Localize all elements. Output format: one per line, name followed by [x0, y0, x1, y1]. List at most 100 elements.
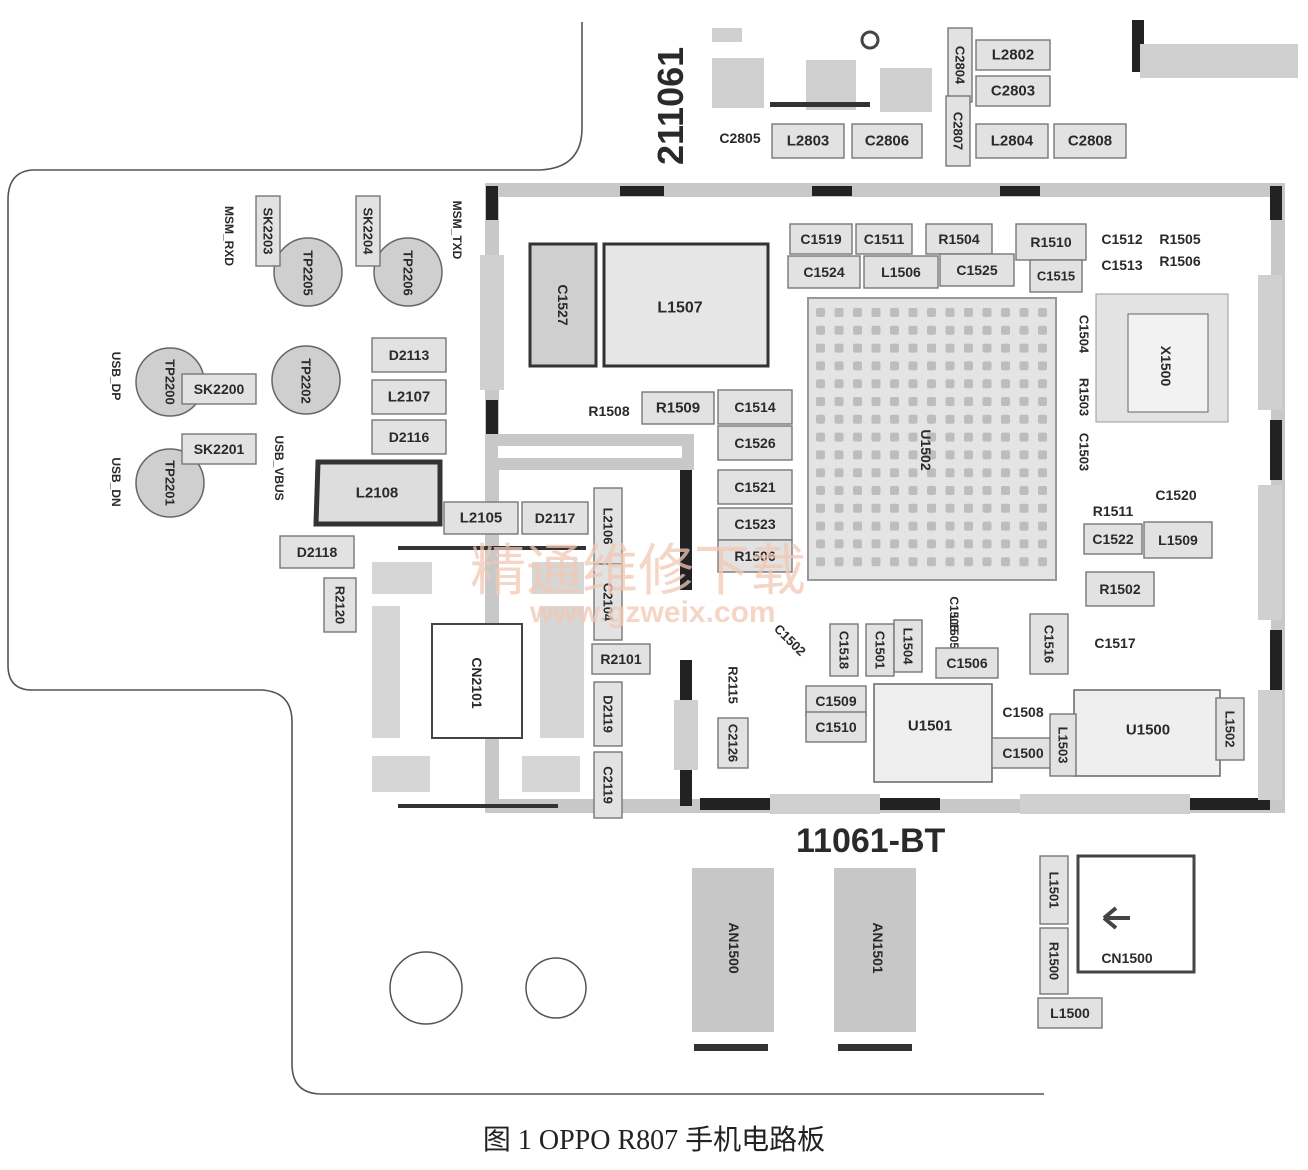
bga-ball	[853, 539, 862, 549]
bga-ball	[964, 397, 973, 406]
component-label: C1522	[1092, 531, 1133, 547]
top-area	[712, 20, 1298, 112]
component-label: C1524	[803, 264, 844, 280]
bga-ball	[890, 379, 899, 389]
bga-ball	[871, 539, 881, 549]
component-label: L2804	[991, 133, 1034, 150]
bga-ball	[908, 557, 918, 567]
bga-ball	[871, 379, 881, 389]
bga-ball	[927, 468, 936, 478]
bga-ball	[834, 521, 844, 531]
component-pad	[855, 223, 913, 255]
bga-ball	[1038, 486, 1047, 495]
component-c2803: C2803	[975, 75, 1051, 107]
component-d2117: D2117	[521, 501, 589, 535]
bga-ball	[927, 557, 936, 567]
component-label: C1505	[947, 596, 961, 632]
component-l1502: L1502	[1215, 697, 1245, 761]
component-pad	[1143, 521, 1213, 559]
bga-ball	[1001, 397, 1010, 406]
component-tp2202: TP2202	[299, 358, 314, 404]
component-label: D2119	[601, 695, 616, 733]
component-label: R1503	[1077, 378, 1092, 416]
bga-ball	[1038, 325, 1047, 335]
component-u1500: U1500	[1126, 722, 1170, 739]
component-l1501: L1501	[1039, 855, 1069, 925]
bga-ball	[1019, 308, 1029, 317]
bga-ball	[1019, 450, 1029, 460]
component-c1505: C1505	[947, 596, 961, 632]
bga-ball	[982, 343, 992, 353]
bga-ball	[908, 521, 918, 531]
bga-ball	[1001, 343, 1010, 353]
bga-ball	[1019, 521, 1029, 531]
component-label: C1512	[1101, 231, 1142, 247]
bga-ball	[1001, 308, 1010, 317]
bga-ball	[890, 397, 899, 406]
component-pad	[181, 373, 257, 405]
component-pad	[371, 379, 447, 415]
bga-ball	[982, 432, 992, 442]
component-label: L1506	[881, 264, 921, 280]
component-r1511: R1511	[1093, 503, 1134, 519]
component-usb_vbus: USB_VBUS	[272, 435, 286, 500]
component-label: C2807	[951, 112, 966, 150]
component-label: R2101	[600, 651, 641, 667]
component-l1509: L1509	[1143, 521, 1213, 559]
component-label: TP2205	[301, 250, 316, 296]
component-label: C2803	[991, 83, 1035, 100]
bga-ball	[964, 432, 973, 442]
component-msm_txd: MSM_TXD	[450, 201, 464, 260]
bga-ball	[1001, 379, 1010, 389]
component-pad	[443, 501, 519, 535]
component-label: R1505	[1159, 231, 1200, 247]
bga-ball	[982, 450, 992, 460]
bga-ball	[927, 308, 936, 317]
bga-ball	[927, 539, 936, 549]
component-r2120: R2120	[323, 577, 357, 633]
component-c1519: C1519	[789, 223, 853, 255]
component-c1527: C1527	[555, 284, 571, 325]
bga-ball	[816, 557, 825, 567]
component-label: U1501	[908, 718, 952, 735]
component-pad	[641, 391, 715, 425]
component-label: D2117	[535, 510, 576, 526]
bga-ball	[853, 450, 862, 460]
component-label: D2118	[297, 544, 338, 560]
bga-ball	[1038, 414, 1047, 424]
component-pad	[851, 123, 923, 159]
component-r1509: R1509	[641, 391, 715, 425]
component-cn2101: CN2101	[469, 657, 485, 709]
component-label: TP2206	[401, 250, 416, 296]
bga-ball	[871, 557, 881, 567]
bga-ball	[816, 361, 825, 371]
component-label: C2119	[601, 766, 616, 804]
bga-ball	[1019, 361, 1029, 371]
an1501-body	[834, 868, 916, 1032]
component-d2118: D2118	[279, 535, 355, 569]
l1507-body	[602, 242, 770, 368]
bga-ball	[853, 379, 862, 389]
component-c1506: C1506	[935, 647, 999, 679]
bga-ball	[816, 539, 825, 549]
component-label: R1511	[1093, 503, 1134, 519]
bga-ball	[964, 468, 973, 478]
component-pad	[279, 535, 355, 569]
bga-ball	[890, 361, 899, 371]
component-label: C1517	[1094, 635, 1135, 651]
bga-ball	[964, 325, 973, 335]
component-label: C1521	[734, 479, 775, 495]
component-pad	[717, 469, 793, 505]
component-c1511: C1511	[855, 223, 913, 255]
bga-ball	[1019, 432, 1029, 442]
bga-ball	[890, 343, 899, 353]
bga-ball	[908, 486, 918, 495]
bga-ball	[908, 397, 918, 406]
component-l1507: L1507	[657, 300, 702, 317]
bga-ball	[927, 486, 936, 495]
figure-caption: 图 1 OPPO R807 手机电路板	[482, 1125, 826, 1156]
bga-ball	[853, 343, 862, 353]
component-pad	[1029, 259, 1083, 293]
bga-ball	[853, 486, 862, 495]
